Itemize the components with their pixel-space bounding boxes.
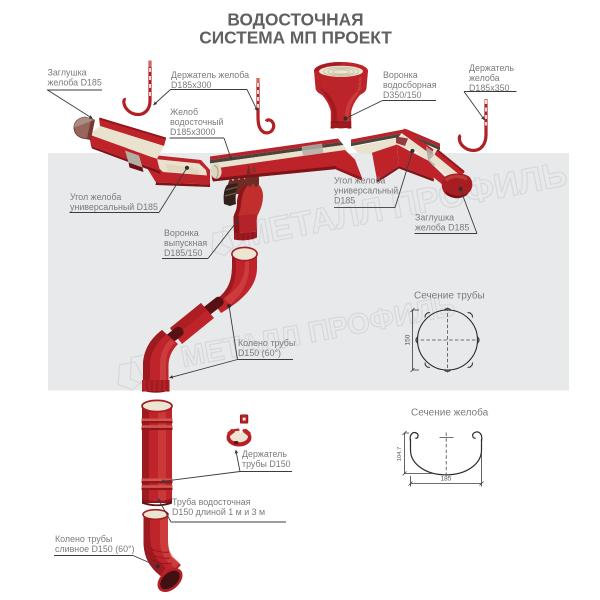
svg-text:ВОДОСТОЧНАЯ: ВОДОСТОЧНАЯ: [227, 10, 363, 30]
svg-text:185: 185: [441, 476, 452, 483]
svg-text:СИСТЕМА МП ПРОЕКТ: СИСТЕМА МП ПРОЕКТ: [199, 28, 392, 48]
svg-text:104.7: 104.7: [397, 447, 403, 462]
svg-text:Сечение желоба: Сечение желоба: [411, 407, 489, 419]
svg-text:Сечение трубы: Сечение трубы: [414, 290, 485, 302]
svg-text:150: 150: [405, 334, 412, 345]
